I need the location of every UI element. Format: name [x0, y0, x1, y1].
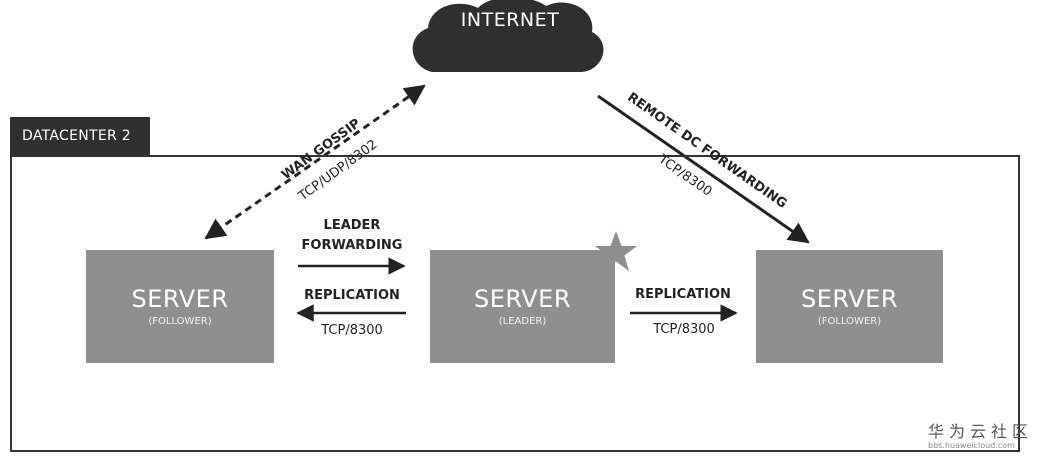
replication-left-port: TCP/8300 [321, 323, 383, 338]
server-follower-left: SERVER (FOLLOWER) [86, 250, 274, 363]
leader-forwarding-label-line2: FORWARDING [301, 238, 403, 253]
remote-dc-arrow [597, 94, 810, 244]
server-follower-right: SERVER (FOLLOWER) [756, 250, 943, 363]
server-name: SERVER [131, 284, 229, 313]
star-icon [595, 231, 637, 271]
watermark-en: bbs.huaweicloud.com [928, 441, 1015, 450]
datacenter-frame [10, 155, 1020, 452]
replication-left-label: REPLICATION [304, 288, 400, 303]
internet-label: INTERNET [460, 9, 560, 31]
replication-right-label: REPLICATION [635, 287, 731, 302]
leader-forwarding-label-line1: LEADER [323, 218, 381, 233]
server-name: SERVER [473, 284, 572, 313]
server-role: (FOLLOWER) [817, 315, 882, 327]
replication-right-port: TCP/8300 [653, 322, 715, 337]
watermark: 华为云社区 bbs.huaweicloud.com [928, 424, 1046, 450]
server-role: (FOLLOWER) [148, 315, 212, 327]
server-name: SERVER [800, 284, 899, 313]
cloud-icon [412, 0, 604, 72]
server-leader: SERVER (LEADER) [430, 250, 615, 363]
datacenter-label: DATACENTER 2 [10, 117, 150, 155]
watermark-cn: 华为云社区 [928, 422, 1034, 441]
wan-gossip-arrow [204, 84, 426, 240]
server-role: (LEADER) [498, 315, 547, 327]
